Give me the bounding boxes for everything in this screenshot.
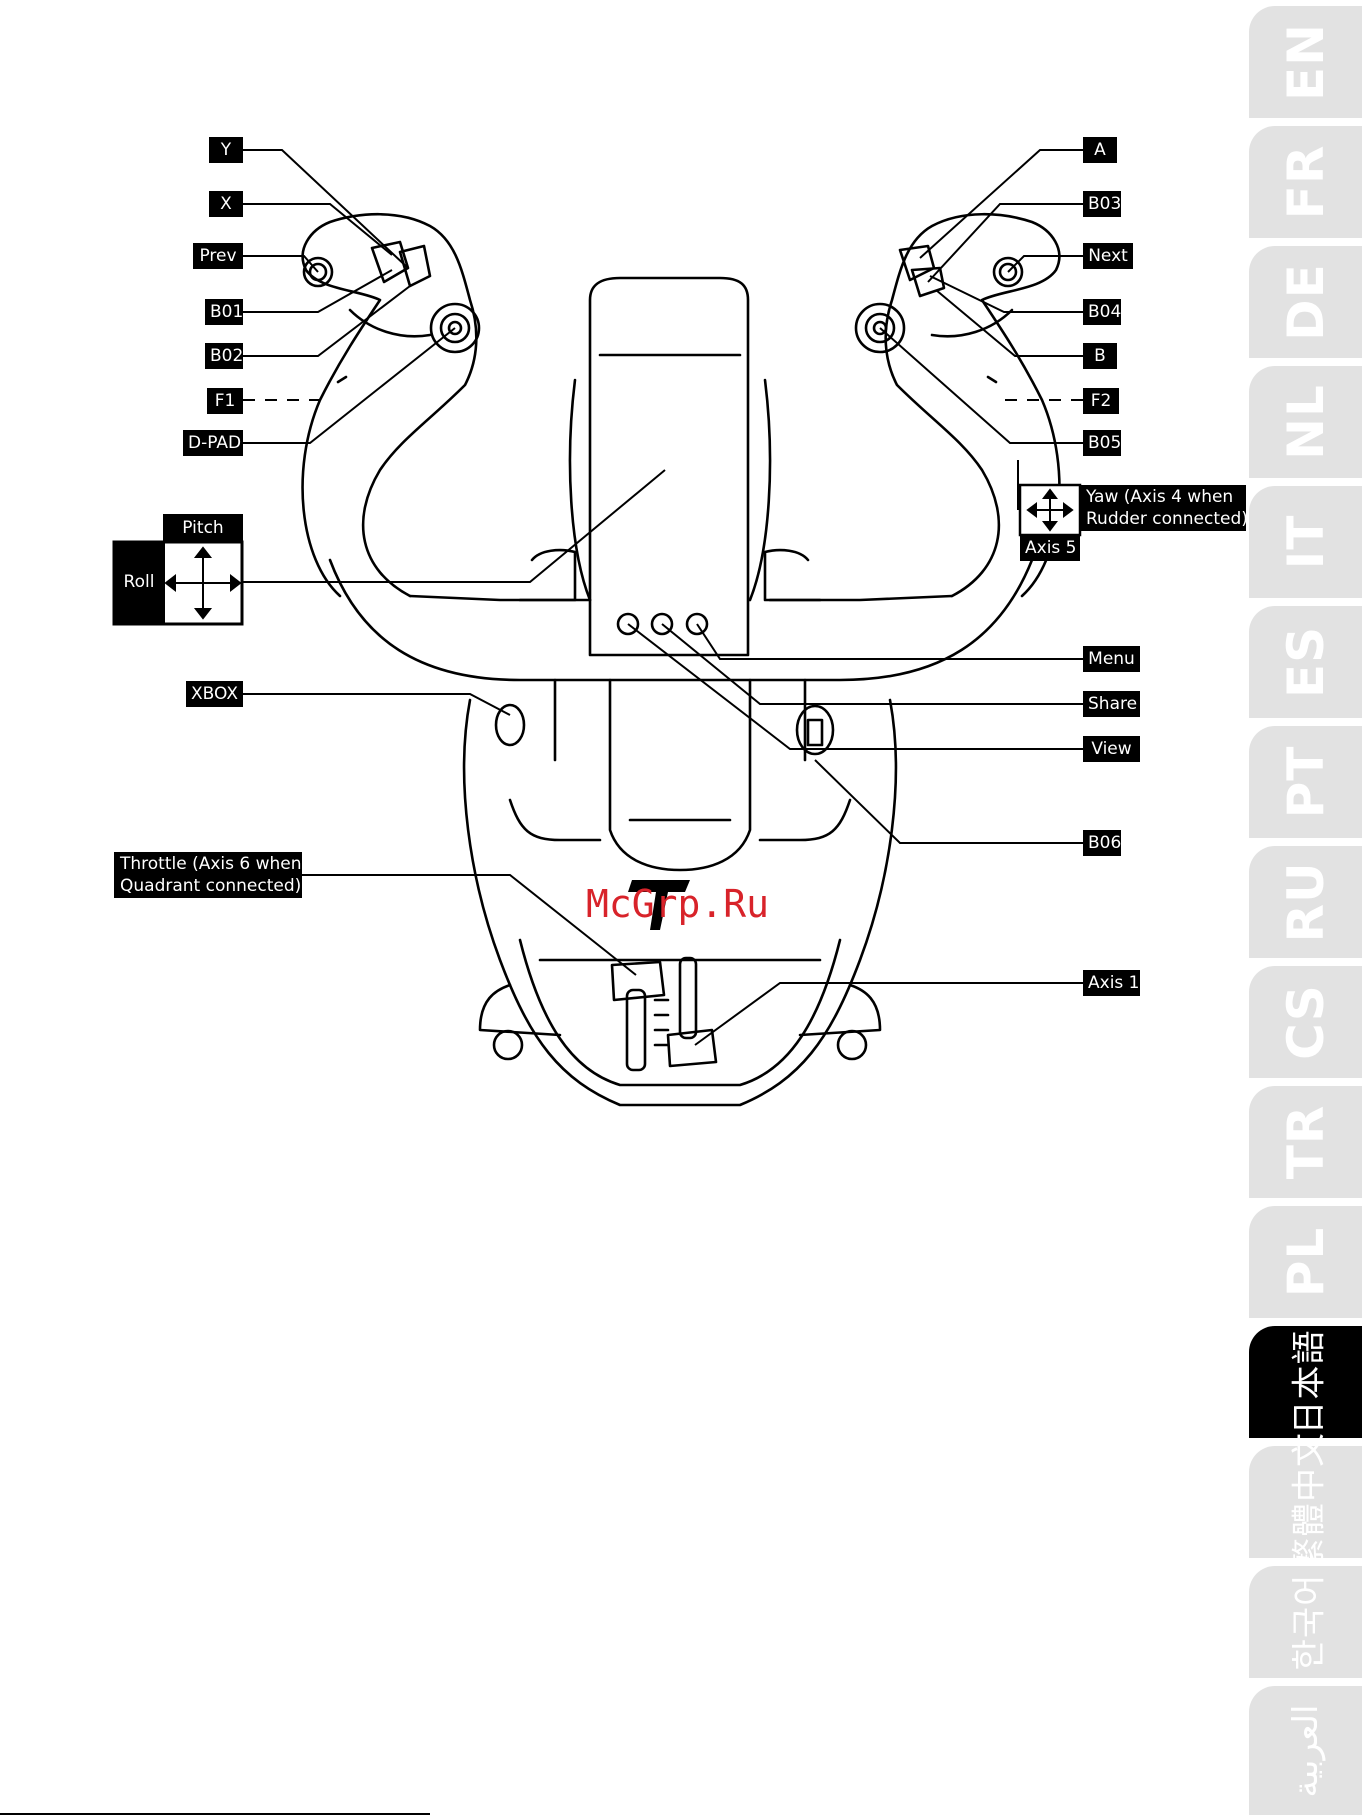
throttle-knob bbox=[612, 962, 664, 1000]
label-yaw-line2: Rudder connected) bbox=[1086, 508, 1240, 530]
label-share: Share bbox=[1083, 691, 1140, 717]
xbox-button bbox=[496, 705, 524, 745]
tab-ar[interactable]: العربية bbox=[1249, 1686, 1362, 1815]
label-b06: B06 bbox=[1083, 830, 1121, 856]
leader-view bbox=[628, 624, 1083, 749]
tab-tr[interactable]: TR bbox=[1249, 1086, 1362, 1198]
left-foot bbox=[480, 985, 560, 1035]
yoke-bar bbox=[330, 560, 1032, 680]
tab-es[interactable]: ES bbox=[1249, 606, 1362, 718]
throttle-slot bbox=[627, 990, 645, 1070]
label-next: Next bbox=[1083, 243, 1133, 269]
tab-en[interactable]: EN bbox=[1249, 6, 1362, 118]
label-pitch: Pitch bbox=[164, 515, 242, 541]
leader-y bbox=[243, 150, 408, 268]
label-b03: B03 bbox=[1083, 191, 1121, 217]
leader-b06 bbox=[815, 760, 1083, 843]
tab-ru[interactable]: RU bbox=[1249, 846, 1362, 958]
label-prev: Prev bbox=[193, 243, 243, 269]
leader-b01 bbox=[243, 270, 392, 312]
label-b: B bbox=[1083, 343, 1117, 369]
leader-b05 bbox=[880, 328, 1083, 443]
yaw-axis5-diagram bbox=[1020, 485, 1080, 535]
leader-dpad bbox=[243, 328, 455, 443]
label-view: View bbox=[1083, 736, 1140, 762]
leader-share bbox=[662, 624, 1140, 704]
tab-ko[interactable]: 한국어 bbox=[1249, 1566, 1362, 1678]
label-b05: B05 bbox=[1083, 430, 1121, 456]
tab-de[interactable]: DE bbox=[1249, 246, 1362, 358]
label-xbox: XBOX bbox=[186, 681, 243, 707]
label-b01: B01 bbox=[205, 299, 243, 325]
right-foot bbox=[800, 985, 880, 1035]
label-yaw-line1: Yaw (Axis 4 when bbox=[1086, 486, 1240, 508]
central-column bbox=[590, 278, 748, 655]
tab-nl[interactable]: NL bbox=[1249, 366, 1362, 478]
label-y: Y bbox=[209, 137, 243, 163]
label-x: X bbox=[209, 191, 243, 217]
axis1-slot bbox=[680, 958, 696, 1038]
leader-menu bbox=[697, 624, 1140, 659]
label-roll: Roll bbox=[114, 569, 164, 595]
label-dpad: D-PAD bbox=[183, 430, 243, 456]
leader-b04 bbox=[930, 276, 1083, 312]
leader-b02 bbox=[243, 286, 410, 356]
b06-button bbox=[797, 706, 833, 754]
label-f1: F1 bbox=[207, 388, 243, 414]
tab-fr[interactable]: FR bbox=[1249, 126, 1362, 238]
label-throttle: Throttle (Axis 6 when Quadrant connected… bbox=[114, 852, 302, 898]
label-throttle-line2: Quadrant connected) bbox=[120, 875, 296, 897]
tab-ja[interactable]: 日本語 bbox=[1249, 1326, 1362, 1438]
leader-b bbox=[936, 290, 1083, 356]
tab-it[interactable]: IT bbox=[1249, 486, 1362, 598]
leader-axis1 bbox=[695, 983, 1083, 1045]
tab-cs[interactable]: CS bbox=[1249, 966, 1362, 1078]
label-axis5: Axis 5 bbox=[1020, 535, 1080, 561]
label-yaw: Yaw (Axis 4 when Rudder connected) bbox=[1080, 485, 1246, 531]
label-f2: F2 bbox=[1083, 388, 1119, 414]
label-throttle-line1: Throttle (Axis 6 when bbox=[120, 853, 296, 875]
watermark: McGrp.Ru bbox=[586, 882, 769, 926]
tab-pt[interactable]: PT bbox=[1249, 726, 1362, 838]
tab-pl[interactable]: PL bbox=[1249, 1206, 1362, 1318]
label-b04: B04 bbox=[1083, 299, 1121, 325]
label-axis1: Axis 1 bbox=[1083, 970, 1140, 996]
label-b02: B02 bbox=[205, 343, 243, 369]
label-a: A bbox=[1083, 137, 1117, 163]
tab-zh-tw[interactable]: 繁體中文 bbox=[1249, 1446, 1362, 1558]
label-menu: Menu bbox=[1083, 646, 1140, 672]
